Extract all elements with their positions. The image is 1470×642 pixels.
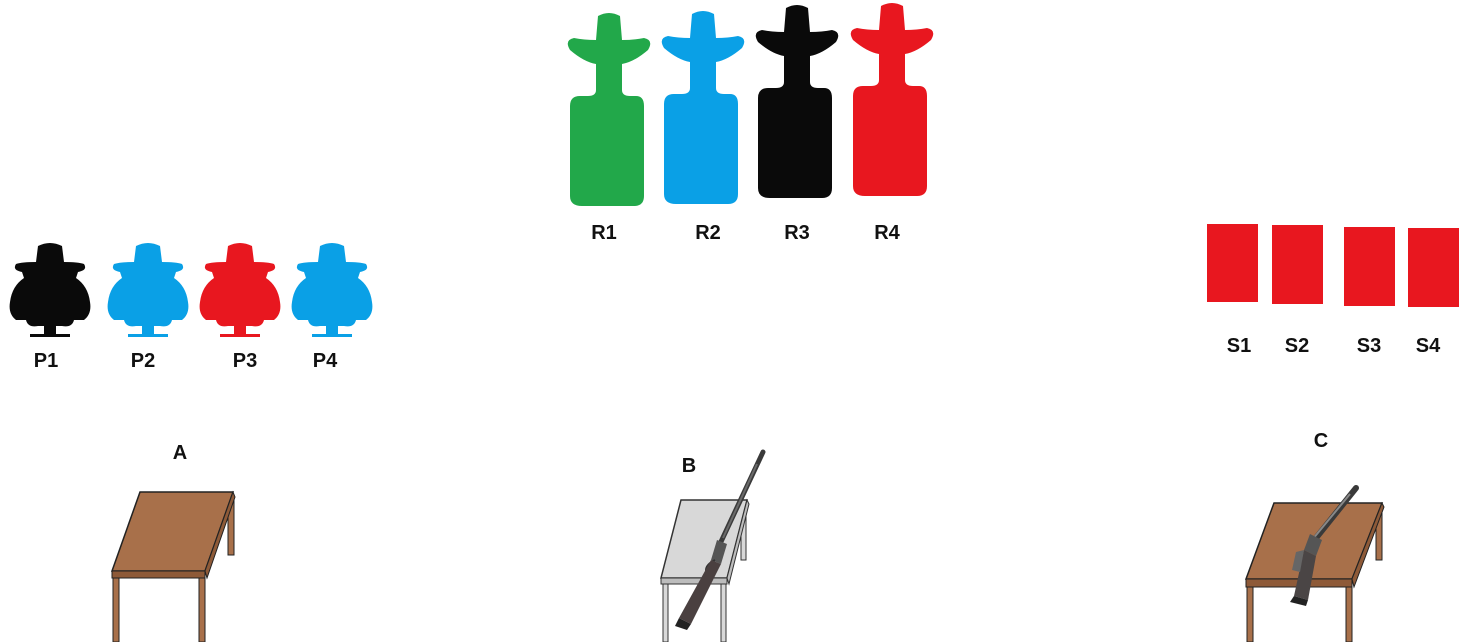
rifle-target-r3-shape [756, 5, 839, 198]
shotgun-target-label: S2 [1285, 335, 1309, 358]
shotgun-target-label: S3 [1357, 335, 1381, 358]
shotgun-target-s3 [1344, 227, 1395, 306]
pistol-target-p1 [4, 240, 96, 340]
pistol-target-p2-shape [108, 243, 189, 334]
rifle-target-label: R4 [874, 222, 900, 245]
rifle-target-r3 [750, 2, 844, 202]
shotgun-target-label: S1 [1227, 335, 1251, 358]
pistol-target-p3 [194, 240, 286, 340]
table-a [100, 485, 250, 642]
rifle-target-r2 [656, 8, 750, 208]
pistol-target-p1-shape [10, 243, 91, 334]
rifle-target-label: R2 [695, 222, 721, 245]
station-label-a: A [173, 442, 187, 465]
pistol-target-p4-shape [292, 243, 373, 334]
rifle-target-r4-shape [851, 3, 934, 196]
rifle-target-label: R1 [591, 222, 617, 245]
rifle-icon [665, 448, 775, 630]
pistol-target-label: P4 [313, 350, 337, 373]
pistol-target-label: P3 [233, 350, 257, 373]
pistol-target-p4 [286, 240, 378, 340]
shotgun-target-label: S4 [1416, 335, 1440, 358]
rifle-target-r2-shape [662, 11, 745, 204]
station-label-c: C [1314, 430, 1328, 453]
shotgun-target-s2 [1272, 225, 1323, 304]
shotgun-target-s1 [1207, 224, 1258, 302]
rifle-target-label: R3 [784, 222, 810, 245]
pistol-target-p2 [102, 240, 194, 340]
rifle-target-r1 [562, 10, 656, 210]
pistol-target-label: P2 [131, 350, 155, 373]
shotgun-icon [1280, 482, 1370, 606]
pistol-target-label: P1 [34, 350, 58, 373]
rifle-target-r1-shape [568, 13, 651, 206]
pistol-target-p3-shape [200, 243, 281, 334]
shotgun-target-s4 [1408, 228, 1459, 307]
rifle-target-r4 [845, 0, 939, 200]
